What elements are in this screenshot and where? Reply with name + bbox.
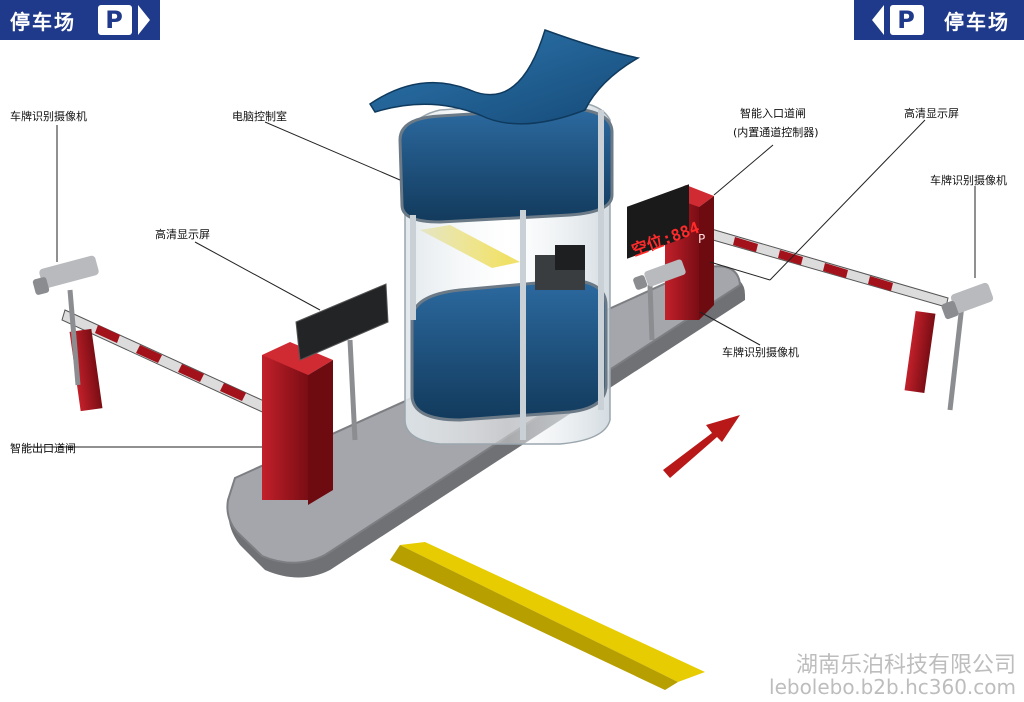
chevron-right-icon [138, 5, 150, 35]
led-display: 空位:884 [627, 184, 702, 260]
camera-right [941, 282, 994, 411]
leader-lines [24, 119, 976, 448]
display-left [295, 283, 389, 441]
speed-bump-front [390, 542, 705, 690]
label-camera-center: 车牌识别摄像机 [722, 346, 799, 359]
exit-gate [61, 309, 333, 505]
camera-left [32, 255, 99, 386]
company-name: 湖南乐泊科技有限公司 [795, 652, 1016, 678]
label-display-right: 高清显示屏 [904, 107, 959, 120]
label-entry-gate-line2: (内置通道控制器) [733, 126, 819, 139]
camera-center [633, 259, 686, 341]
label-exit-gate: 智能出口道闸 [10, 442, 76, 455]
company-url: lebolebo.b2b.hc360.com [769, 675, 1016, 699]
parking-p-icon: P [98, 5, 132, 35]
direction-arrow [663, 415, 740, 478]
parking-sign-right-text: 停车场 [944, 9, 1010, 34]
chevron-left-icon [872, 5, 884, 35]
parking-p-icon: P [890, 5, 924, 35]
entry-arm-rest [904, 310, 936, 394]
control-booth [368, 29, 641, 445]
parking-sign-left-text: 停车场 [10, 9, 76, 34]
label-entry-gate-line1: 智能入口道闸 [740, 107, 806, 120]
label-camera-right: 车牌识别摄像机 [930, 174, 1007, 187]
label-display-left: 高清显示屏 [155, 228, 210, 241]
exit-arm-rest [69, 328, 103, 412]
company-watermark: 湖南乐泊科技有限公司 lebolebo.b2b.hc360.com [769, 654, 1016, 698]
svg-text:P: P [698, 232, 705, 246]
label-booth: 电脑控制室 [232, 110, 287, 123]
label-camera-left: 车牌识别摄像机 [10, 110, 87, 123]
entry-gate: P [665, 185, 949, 320]
parking-sign-right: P 停车场 [854, 0, 1024, 40]
parking-sign-left: 停车场 P [0, 0, 160, 40]
